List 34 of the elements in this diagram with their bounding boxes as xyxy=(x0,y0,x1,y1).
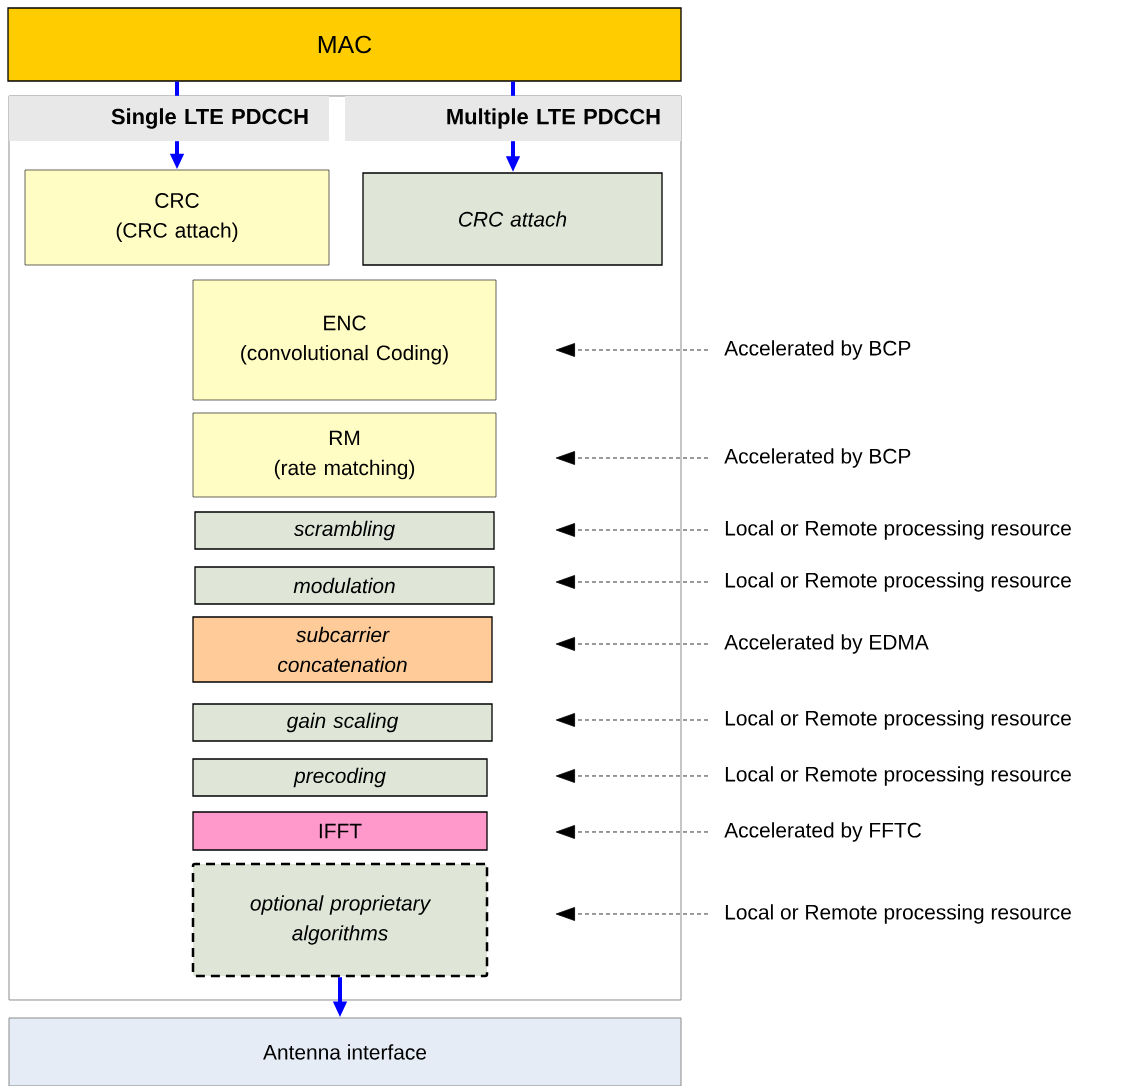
leader-arrow xyxy=(555,451,709,465)
leader-arrow xyxy=(555,907,709,921)
leader-arrow xyxy=(555,713,709,727)
note-text: Accelerated by BCP xyxy=(724,448,911,468)
process-box: CRC attach xyxy=(362,172,663,266)
leader-arrow xyxy=(555,637,709,651)
note-text: Local or Remote processing resource xyxy=(725,904,1071,924)
process-box: subcarrier concatenation xyxy=(192,616,493,683)
note-text: Accelerated by BCP xyxy=(724,340,911,360)
leader-arrow xyxy=(555,769,709,783)
mac-box: MAC xyxy=(7,7,682,82)
leader-arrow xyxy=(555,523,709,537)
leader-arrow xyxy=(555,825,709,839)
leader-arrow xyxy=(555,575,709,589)
process-box: ENC (convolutional Coding) xyxy=(192,279,497,401)
process-box: RM (rate matching) xyxy=(192,412,497,498)
process-box: IFFT xyxy=(192,811,488,851)
note-text: Accelerated by FFTC xyxy=(724,822,922,842)
process-box: CRC (CRC attach) xyxy=(24,169,330,266)
process-box: precoding xyxy=(192,758,488,797)
note-text: Local or Remote processing resource xyxy=(725,520,1071,540)
note-text: Accelerated by EDMA xyxy=(724,634,929,654)
note-text: Local or Remote processing resource xyxy=(725,766,1071,786)
section-band: Single LTE PDCCH xyxy=(9,96,329,141)
process-box: gain scaling xyxy=(192,703,493,742)
container-frame xyxy=(8,95,682,1001)
note-text: Local or Remote processing resource xyxy=(725,572,1071,592)
process-box: optional proprietary algorithms xyxy=(191,862,489,978)
interface-box: Antenna interface xyxy=(8,1017,682,1086)
note-text: Local or Remote processing resource xyxy=(725,710,1071,730)
process-box: modulation xyxy=(194,566,495,605)
section-band: Multiple LTE PDCCH xyxy=(345,96,681,141)
process-box: scrambling xyxy=(194,511,495,550)
leader-arrow xyxy=(555,343,709,357)
